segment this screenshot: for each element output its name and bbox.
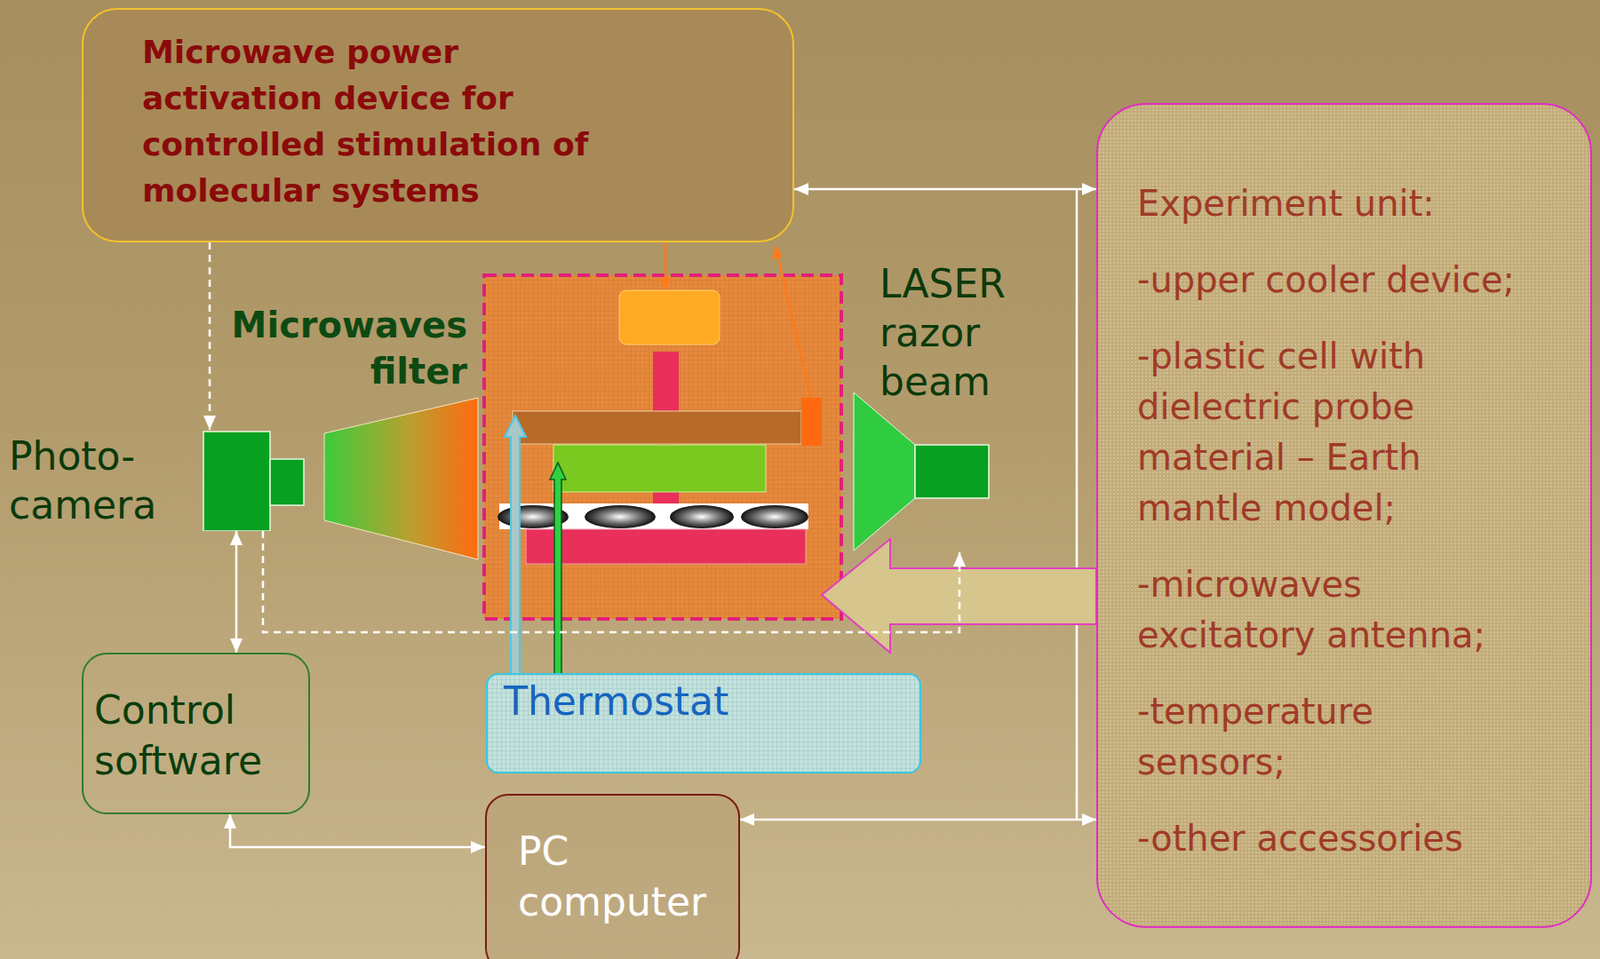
microwave-filter [324, 398, 478, 560]
thermostat-box: Thermostat [485, 673, 922, 774]
node-text: -microwaves excitatory antenna; [1137, 559, 1525, 661]
camera-body [203, 431, 271, 532]
experiment-chamber [484, 275, 842, 620]
pc-box: PC computer [485, 794, 741, 959]
node-text: -temperature sensors; [1137, 686, 1525, 789]
device-box: Microwave power activation device for co… [81, 7, 795, 243]
arrow-head [203, 415, 216, 430]
node-text: LASER razor beam [879, 259, 1022, 406]
node-text: -plastic cell with dielectric probe mate… [1137, 331, 1525, 534]
control-line [664, 242, 668, 279]
thermostat-arrow [549, 462, 566, 674]
connector [230, 531, 243, 653]
node-text: Thermostat [503, 678, 911, 725]
sample-drop [669, 505, 734, 529]
antenna [801, 398, 822, 446]
cooler-plate [512, 411, 802, 445]
control-line [778, 257, 812, 399]
control-software-box: Control software [81, 652, 311, 815]
upper-cooler [619, 290, 720, 345]
arrow-head [230, 638, 243, 653]
arrow-head [1082, 183, 1097, 196]
arrow-head [223, 814, 237, 829]
arrow-head [1082, 813, 1097, 827]
photo-camera: Photo- camera [8, 429, 306, 532]
arrow-head [953, 552, 966, 567]
node-text: -other accessories [1137, 813, 1525, 865]
experiment-unit-box: Experiment unit: -upper cooler device; -pl… [1096, 103, 1593, 929]
node-text: -upper cooler device; [1137, 254, 1525, 306]
arrow-head [660, 278, 671, 291]
connector [223, 814, 486, 854]
connector [740, 813, 1097, 827]
connector [262, 531, 966, 633]
node-text: Photo- camera [8, 431, 198, 530]
camera-lens [270, 459, 304, 506]
laser-body [915, 445, 989, 499]
plastic-cell [553, 445, 766, 493]
arrow-head [740, 813, 755, 827]
connector [794, 183, 1097, 196]
sample-drop [584, 505, 656, 529]
connector-line [794, 188, 1097, 192]
filter-label: Microwaves filter [183, 302, 468, 395]
node-text: Control software [94, 684, 300, 787]
arrow-head [470, 841, 486, 854]
node-text: Microwave power activation device for co… [142, 29, 627, 215]
laser-beam-shape [853, 392, 916, 551]
connector-line [740, 819, 1097, 822]
arrow-head [230, 531, 243, 546]
arrow-head [794, 183, 809, 196]
connector-line [208, 242, 212, 430]
connector [203, 242, 216, 430]
connector-line [235, 531, 239, 653]
base-plate [525, 529, 806, 565]
arrow-head [772, 245, 783, 260]
node-text: PC computer [517, 826, 730, 928]
sample-drop [740, 505, 809, 529]
bus-line [1075, 189, 1079, 820]
laser: LASER razor beam [852, 257, 1022, 553]
node-text: Experiment unit: [1137, 178, 1525, 230]
thermostat-arrow [504, 415, 526, 674]
connector-line [230, 814, 486, 848]
